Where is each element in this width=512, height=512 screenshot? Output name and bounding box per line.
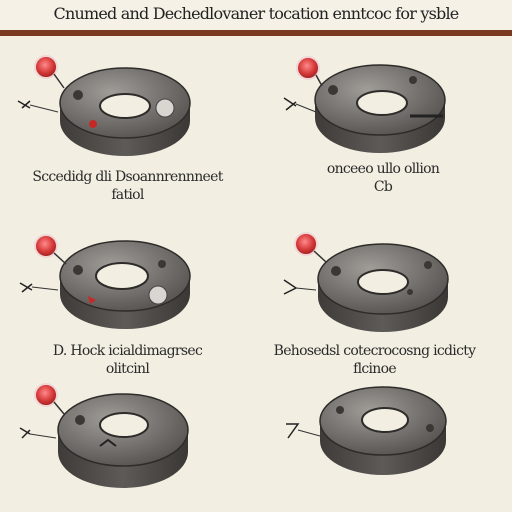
red-mark <box>88 296 96 304</box>
marker-leader <box>53 401 65 415</box>
arrow-icon <box>283 97 297 111</box>
caption-ml: D. Hock icialdimagrsec olitcinl <box>35 342 220 378</box>
ring-diagram-br <box>286 386 447 475</box>
ring-diagram-tl <box>17 55 191 156</box>
arrow-icon <box>283 279 298 295</box>
arrow-icon <box>17 100 31 109</box>
pointer-line <box>295 103 317 113</box>
arrow-icon <box>286 423 300 439</box>
marker-icon <box>34 383 58 407</box>
pointer-line <box>295 287 317 291</box>
hole-mark <box>424 261 432 269</box>
caption-tr: onceeo ullo ollion Cb <box>318 160 448 196</box>
red-dot <box>89 120 97 128</box>
marker-icon <box>34 234 58 258</box>
arrow-icon <box>19 427 31 439</box>
ring-diagram-mr <box>283 232 449 332</box>
ring-hole <box>356 90 408 116</box>
caption-line-2: Cb <box>373 179 393 195</box>
header-banner: Cnumed and Dechedlovaner tocation enntco… <box>0 0 512 36</box>
caption-mr: Behosedsl cotecrocosng icdicty flcinoe <box>252 342 497 378</box>
marker-icon <box>34 55 58 79</box>
caption-line-2: flcinoe <box>353 361 397 377</box>
ring-hole <box>99 93 151 119</box>
marker-leader <box>315 74 323 87</box>
ring-diagram-bl <box>19 383 189 488</box>
caption-line-1: D. Hock icialdimagrsec <box>52 343 203 359</box>
hole-mark <box>73 265 83 275</box>
hole-mark <box>328 85 338 95</box>
hole-mark <box>331 266 341 276</box>
page-title: Cnumed and Dechedlovaner tocation enntco… <box>53 4 460 23</box>
hole-mark <box>75 415 85 425</box>
header-bar <box>0 0 512 33</box>
caption-line-1: Behosedsl cotecrocosng icdicty <box>273 343 476 359</box>
hole-mark <box>73 90 83 100</box>
chevron-mark <box>99 438 117 447</box>
arrow-icon <box>19 282 33 293</box>
caption-line-2: olitcinl <box>105 361 150 377</box>
caption-tl: Sccedidg dli Dsoannrennneet fatiol <box>5 168 250 204</box>
caption-line-2: fatiol <box>111 187 144 203</box>
ring-hole <box>95 262 149 290</box>
ring-diagram-tr <box>283 56 446 153</box>
marker-leader <box>53 73 65 89</box>
marker-leader <box>53 252 67 265</box>
caption-line-1: onceeo ullo ollion <box>326 161 440 177</box>
hole-mark <box>158 260 166 268</box>
marker-icon <box>296 56 320 80</box>
hole-mark <box>336 406 344 414</box>
hole-mark <box>426 424 434 432</box>
pointer-line <box>29 104 59 113</box>
ring-diagram-ml <box>19 234 191 329</box>
hole-mark <box>407 289 413 295</box>
marker-leader <box>313 250 327 263</box>
ring-hole <box>99 412 149 438</box>
marker-icon <box>294 232 318 256</box>
pointer-line <box>29 433 57 439</box>
caption-line-1: Sccedidg dli Dsoannrennneet <box>32 169 223 185</box>
gauge-icon <box>155 98 175 118</box>
gauge-icon <box>148 285 168 305</box>
ring-hole <box>361 407 409 433</box>
pointer-line <box>297 429 321 437</box>
ring-hole <box>357 269 409 295</box>
hole-mark <box>409 76 417 84</box>
pointer-line <box>31 286 59 291</box>
